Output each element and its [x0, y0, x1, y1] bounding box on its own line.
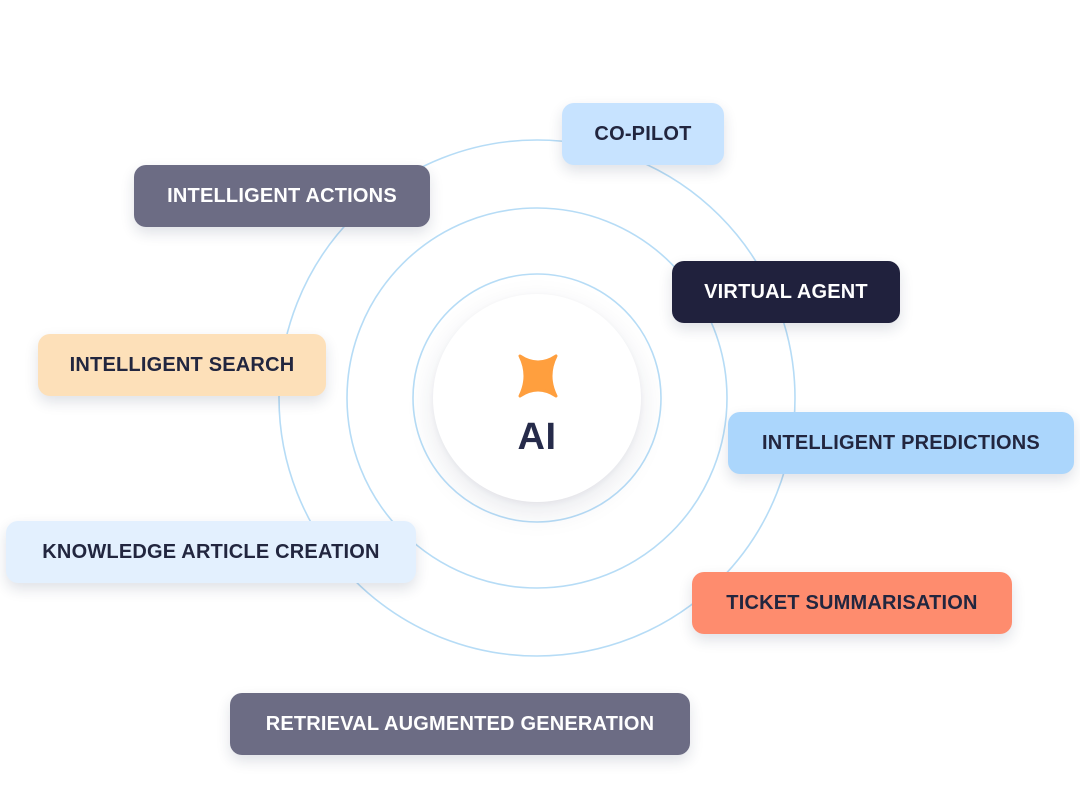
capability-intelligent-actions: INTELLIGENT ACTIONS [134, 165, 430, 227]
capability-intelligent-predictions: INTELLIGENT PREDICTIONS [728, 412, 1074, 474]
capability-ticket-summarisation: TICKET SUMMARISATION [692, 572, 1012, 634]
capability-retrieval-augmented-generation: RETRIEVAL AUGMENTED GENERATION [230, 693, 690, 755]
capability-virtual-agent: VIRTUAL AGENT [672, 261, 900, 323]
sparkle-icon [518, 354, 558, 398]
orbit-ring-inner [412, 273, 662, 523]
ai-hub-label: AI [517, 416, 557, 458]
ai-hub-disc [433, 294, 641, 502]
orbit-ring-middle [346, 207, 728, 589]
orbit-ring-outer [278, 139, 796, 657]
capability-intelligent-search: INTELLIGENT SEARCH [38, 334, 326, 396]
capability-co-pilot: CO-PILOT [562, 103, 724, 165]
capability-knowledge-article-creation: KNOWLEDGE ARTICLE CREATION [6, 521, 416, 583]
